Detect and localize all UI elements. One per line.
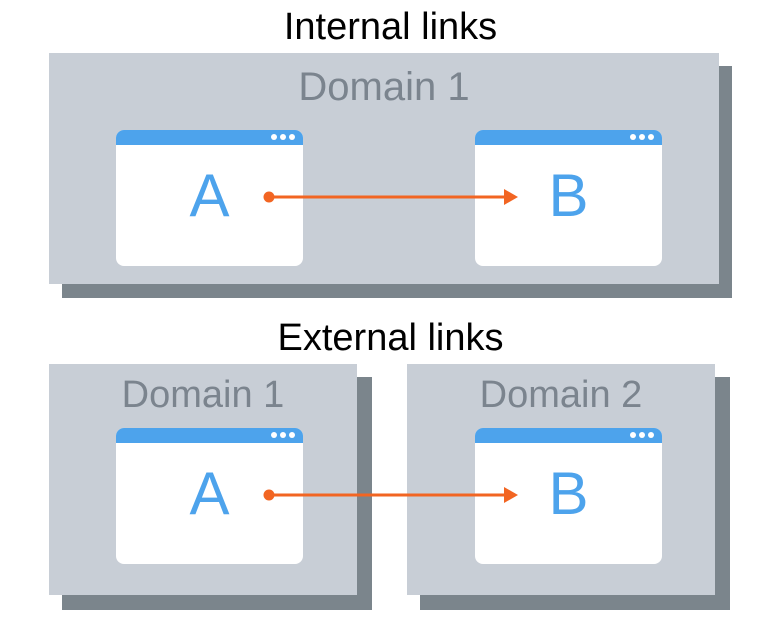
internal-links-title: Internal links bbox=[283, 6, 498, 48]
page-a-label: A bbox=[189, 162, 230, 229]
page-a-label: A bbox=[189, 460, 230, 527]
domain-label: Domain 1 bbox=[121, 374, 285, 416]
domain-label: Domain 1 bbox=[298, 65, 470, 109]
window-title-bar bbox=[116, 428, 303, 443]
external-link-arrow-icon bbox=[263, 487, 518, 503]
window-title-bar bbox=[475, 428, 662, 443]
window-title-bar bbox=[475, 130, 662, 145]
three-dots-icon bbox=[271, 432, 295, 439]
three-dots-icon bbox=[630, 432, 654, 439]
page-b-label: B bbox=[548, 460, 589, 527]
page-b-label: B bbox=[548, 162, 589, 229]
internal-link-arrow-icon bbox=[263, 189, 518, 205]
window-title-bar bbox=[116, 130, 303, 145]
external-links-title: External links bbox=[277, 317, 504, 359]
three-dots-icon bbox=[271, 134, 295, 141]
domain-label: Domain 2 bbox=[479, 374, 643, 416]
three-dots-icon bbox=[630, 134, 654, 141]
